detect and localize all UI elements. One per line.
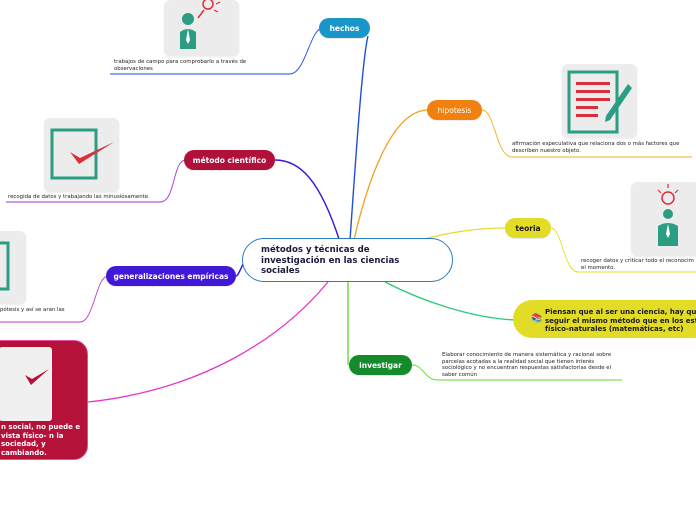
hechos-image-card xyxy=(164,0,239,56)
node-metodo-cientifico[interactable]: método científico xyxy=(184,150,275,170)
hipotesis-image-card xyxy=(562,64,637,138)
node-hechos-label: hechos xyxy=(329,23,360,33)
document-pen-icon xyxy=(567,70,632,134)
central-topic-title: métodos y técnicas de investigación en l… xyxy=(261,245,400,277)
link-metodo xyxy=(274,159,341,243)
central-topic[interactable]: métodos y técnicas de investigación en l… xyxy=(242,238,453,282)
link-hipotesis-note xyxy=(481,109,692,158)
person-idea-icon xyxy=(180,0,221,49)
investigar-note: Elaborar conocimiento de manera sistemát… xyxy=(442,352,612,378)
node-generalizaciones-label: generalizaciones empíricas xyxy=(113,271,229,281)
link-hechos xyxy=(349,35,369,241)
metodo-note: recogida de datos y trabajando las minus… xyxy=(8,194,150,200)
generalizaciones-note: pótesis y así se aran las xyxy=(0,307,65,313)
link-generalizaciones-note xyxy=(0,275,109,323)
link-metodo-note xyxy=(6,159,187,203)
generalizaciones-image-card xyxy=(0,231,26,304)
teoria-note: recoger datos y criticar todo el reconoc… xyxy=(581,258,696,271)
person-lightbulb-icon xyxy=(657,184,679,246)
link-investigar-note xyxy=(411,364,622,381)
link-teoria xyxy=(419,227,506,241)
metodo-image-card xyxy=(44,118,119,192)
node-generalizaciones-empiricas[interactable]: generalizaciones empíricas xyxy=(106,266,236,286)
checkbox-icon xyxy=(0,241,10,291)
teoria-image-card xyxy=(631,182,696,256)
ciencia-social-image-card xyxy=(0,347,52,421)
node-investigar[interactable]: investigar xyxy=(349,355,412,375)
hipotesis-note: afirmación especulativa que relaciona do… xyxy=(512,141,680,154)
piensan-ciencia-text: Piensan que al ser una ciencia, hay que … xyxy=(545,308,696,334)
node-piensan-ciencia[interactable]: 📚 Piensan que al ser una ciencia, hay qu… xyxy=(513,300,696,338)
book-icon: 📚 xyxy=(531,313,543,323)
node-hechos[interactable]: hechos xyxy=(319,18,370,38)
node-hipotesis-label: hipotesis xyxy=(437,105,472,115)
hechos-note: trabajos de campo para comprobarlo a tra… xyxy=(114,59,247,72)
link-red xyxy=(87,281,329,403)
link-yellow xyxy=(384,281,516,321)
link-hipotesis xyxy=(353,109,429,241)
checkbox-check-icon xyxy=(50,128,114,180)
node-investigar-label: investigar xyxy=(359,360,402,370)
ciencia-social-text: n social, no puede e vista físico- n la … xyxy=(1,423,81,457)
node-teoria[interactable]: teoria xyxy=(505,218,551,238)
node-metodo-label: método científico xyxy=(192,155,267,165)
link-teoria-note xyxy=(550,227,696,273)
node-teoria-label: teoria xyxy=(515,223,541,233)
link-hechos-note xyxy=(110,27,323,75)
node-hipotesis[interactable]: hipotesis xyxy=(427,100,482,120)
node-ciencia-social[interactable]: n social, no puede e vista físico- n la … xyxy=(0,340,88,460)
check-mark-icon xyxy=(25,369,49,385)
